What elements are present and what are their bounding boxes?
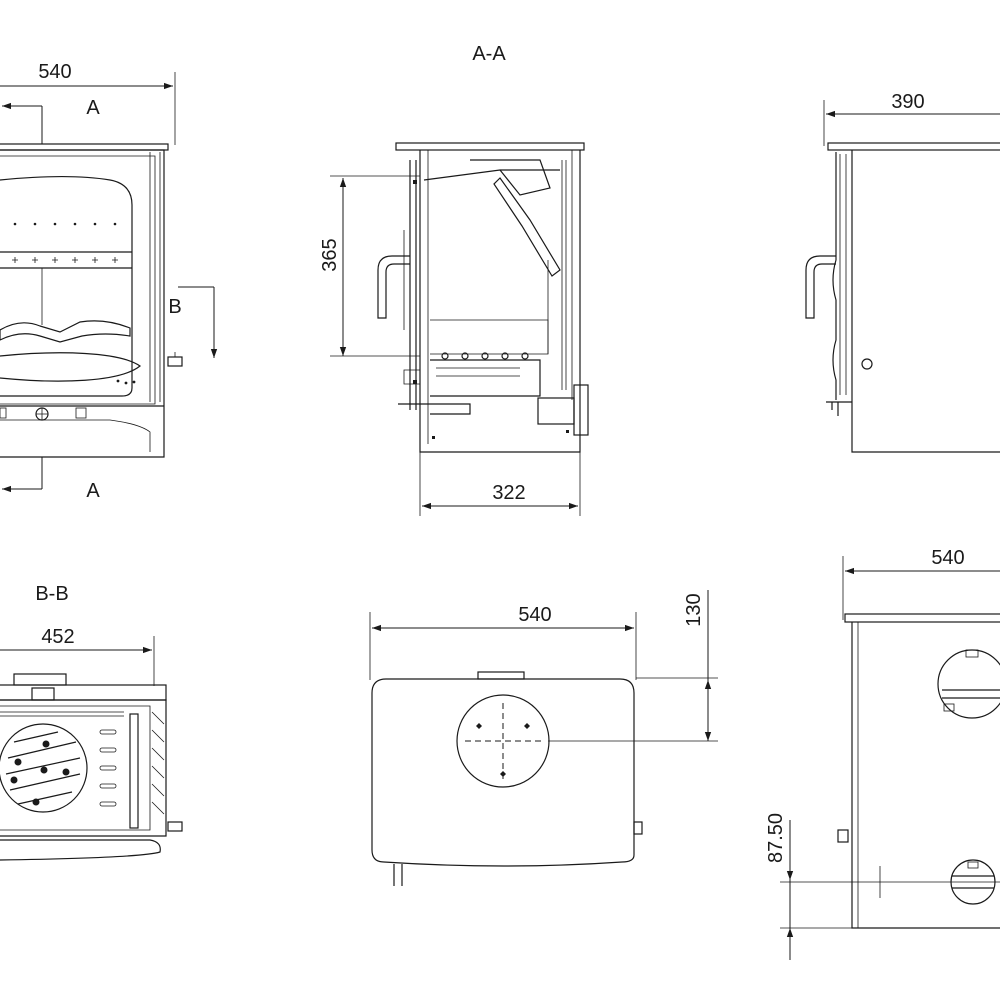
bb-inner-wall: [0, 705, 151, 831]
aa-riddler-rod: [398, 403, 471, 415]
bb-front-lip: [0, 839, 161, 861]
aa-flue-collar: [470, 159, 551, 196]
side-body: [851, 150, 1000, 453]
section-bb-view: B-B 452: [0, 583, 183, 861]
aa-lower-box: [537, 397, 575, 425]
side-door-edge: [839, 154, 847, 395]
side-knob-icon[interactable]: [861, 358, 873, 370]
rear-top-plate: [844, 613, 1000, 623]
aa-top-plate: [395, 142, 585, 151]
rear-side-knob: [837, 829, 849, 843]
top-side-knob: [633, 821, 643, 835]
bb-hatch: [151, 711, 165, 815]
front-width-dim-label: 540: [38, 61, 71, 83]
riddle-knob-cross: [36, 408, 48, 420]
top-flue-tab: [477, 671, 525, 680]
aa-side-marks: [413, 180, 569, 439]
front-riddle-tab-left: [0, 407, 7, 419]
top-width-dim-label: 540: [518, 604, 551, 626]
top-riddler-rod: [393, 864, 403, 886]
bb-top-plate: [0, 684, 167, 701]
front-top-plate: [0, 143, 169, 151]
aa-ashpan-lines: [436, 367, 520, 377]
bb-flue-stub: [13, 673, 67, 686]
aa-height-dim-label: 365: [319, 238, 341, 271]
rear-flue-knockout: [937, 649, 1000, 719]
rear-air-inlet-plate: [952, 875, 994, 889]
bb-baffle: [0, 711, 124, 717]
aa-baffle-plate: [493, 177, 561, 277]
side-riddler: [826, 401, 852, 416]
top-view: 540 130: [369, 590, 718, 886]
section-aa-title: A-A: [472, 43, 506, 65]
side-depth-dim-label: 390: [891, 91, 924, 113]
aa-door-section: [409, 160, 417, 410]
front-hinge-strip: [149, 152, 161, 402]
aa-grate: [441, 352, 529, 360]
front-view: 540 A A B: [0, 61, 218, 502]
bb-knob[interactable]: [167, 821, 183, 832]
rear-flue-plate: [942, 689, 1000, 699]
aa-inner-shell: [427, 150, 573, 444]
bb-grate-dots: [10, 740, 70, 806]
front-door-knob[interactable]: [167, 356, 183, 367]
front-body: [0, 149, 165, 458]
bb-vent-slots: [99, 729, 117, 807]
aa-door-handle[interactable]: [377, 255, 410, 319]
rear-height-dim-label: 87.50: [765, 813, 787, 863]
aa-rear-outlet: [573, 384, 589, 436]
side-top-plate: [827, 142, 1000, 151]
rear-air-inlet: [950, 859, 996, 905]
front-plinth-curve: [0, 419, 151, 452]
top-plate-outline: [371, 678, 635, 867]
rear-flue-tab-top: [965, 649, 979, 658]
log-guard: [0, 320, 131, 343]
front-door-frame: [0, 155, 156, 405]
front-riddle-tab-right: [75, 407, 87, 419]
side-door-profile: [832, 152, 837, 400]
bb-body: [0, 699, 167, 837]
top-flue-bolts: [476, 723, 530, 777]
aa-ashpan: [430, 359, 541, 397]
section-a-bottom-label: A: [86, 480, 100, 502]
bb-brick: [129, 713, 139, 829]
section-a-top-label: A: [86, 97, 100, 119]
grate-crosses: [12, 257, 118, 263]
rear-width-dim-label: 540: [931, 547, 964, 569]
side-view: 390: [805, 91, 1000, 453]
section-bb-title: B-B: [35, 583, 68, 605]
bb-grate-disc: [0, 723, 88, 813]
rear-view: 540 87.50: [765, 547, 1000, 960]
rear-flue-tab-left: [943, 703, 955, 712]
aa-baffle-top: [423, 169, 560, 181]
top-flue-dim-label: 130: [683, 593, 705, 626]
airwash-holes: [13, 222, 117, 226]
section-aa-view: A-A 365 322: [319, 43, 589, 516]
aa-air-slide: [403, 369, 421, 385]
front-small-dots: [116, 379, 136, 385]
bb-grate-bars: [5, 731, 81, 805]
aa-depth-dim-label: 322: [492, 482, 525, 504]
ash-panel-oval: [0, 352, 142, 382]
front-glass: [0, 176, 133, 397]
aa-outer-shell: [419, 150, 581, 453]
section-b-label: B: [168, 296, 181, 318]
aa-firebox: [430, 319, 549, 355]
rear-air-inlet-tab: [967, 861, 979, 869]
side-door-handle[interactable]: [805, 255, 836, 319]
bb-collar: [31, 687, 55, 701]
aa-rear-insulation: [561, 160, 567, 390]
top-flue-circle: [456, 694, 550, 788]
bb-width-dim-label: 452: [41, 626, 74, 648]
